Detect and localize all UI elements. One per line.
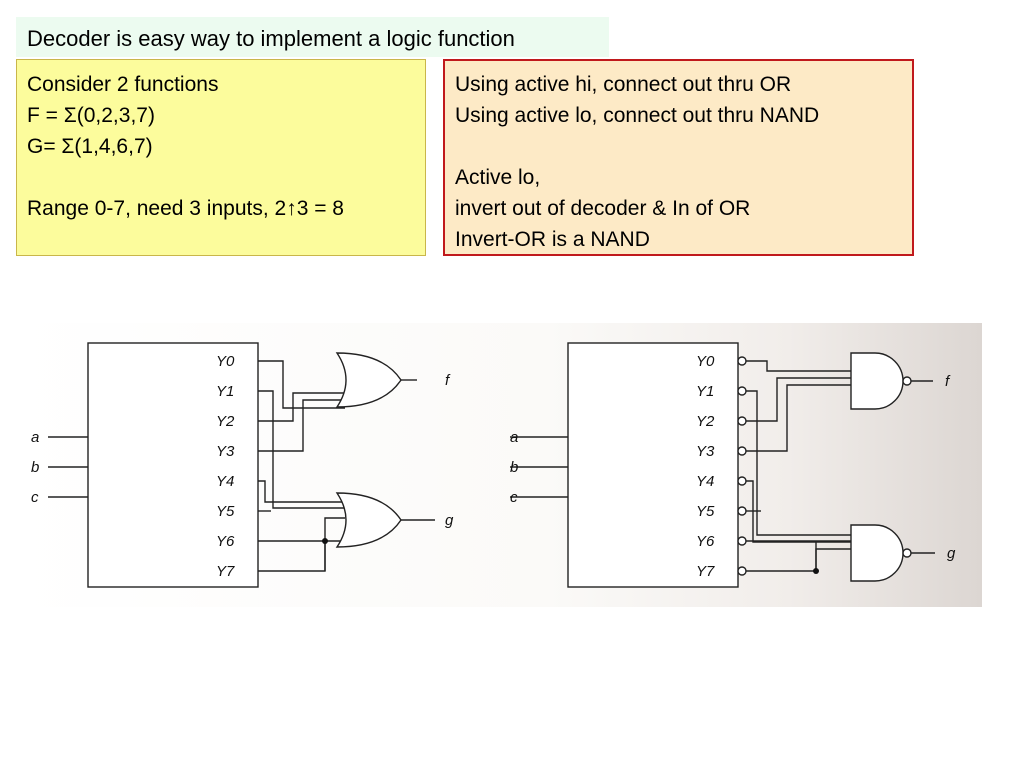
junction-dot (813, 568, 819, 574)
note-line-6: Invert-OR is a NAND (455, 228, 650, 251)
note-line-1: Using active hi, connect out thru OR (455, 73, 792, 96)
function-output-label: g (947, 545, 956, 562)
note-line-5: invert out of decoder & In of OR (455, 197, 751, 220)
output-bubble (737, 386, 747, 396)
input-label: b (31, 459, 39, 476)
title-box: Decoder is easy way to implement a logic… (16, 17, 609, 57)
circuit-diagram: Y0 Y1 Y2 Y3 Y4 Y5 Y6 Y7 a b c f g Y0 Y1 … (31, 342, 956, 588)
output-bubble (737, 476, 747, 486)
nand-gate-g (850, 524, 904, 582)
output-bubble (737, 566, 747, 576)
output-label: Y2 (216, 413, 235, 430)
input-label: b (510, 459, 518, 476)
output-label: Y4 (696, 473, 714, 490)
input-label: a (510, 429, 518, 446)
decoder-circuit-figure: Y0 Y1 Y2 Y3 Y4 Y5 Y6 Y7 a b c f g Y0 Y1 … (15, 323, 982, 607)
output-label: Y0 (696, 353, 715, 370)
output-label: Y5 (696, 503, 715, 520)
output-label: Y2 (696, 413, 715, 430)
note-line-2: F = Σ(0,2,3,7) (27, 104, 155, 127)
output-label: Y3 (696, 443, 715, 460)
nand-gate-f (850, 352, 904, 410)
nand-output-bubble (902, 376, 912, 386)
output-label: Y0 (216, 353, 235, 370)
output-bubble (737, 506, 747, 516)
function-output-label: f (445, 372, 451, 389)
active-level-note: Using active hi, connect out thru OR Usi… (443, 59, 914, 256)
note-line-3: G= Σ(1,4,6,7) (27, 135, 153, 158)
output-label: Y5 (216, 503, 235, 520)
output-label: Y6 (216, 533, 235, 550)
output-bubble (737, 536, 747, 546)
output-label: Y1 (696, 383, 714, 400)
note-line-4: Active lo, (455, 166, 541, 189)
output-bubble (737, 356, 747, 366)
input-label: a (31, 429, 39, 446)
note-line-5: Range 0-7, need 3 inputs, 2↑3 = 8 (27, 197, 344, 220)
function-output-label: f (945, 373, 951, 390)
function-output-label: g (445, 512, 454, 529)
note-line-3 (455, 131, 902, 162)
or-gate-f (335, 352, 402, 408)
decoder-block-right (567, 342, 739, 588)
output-label: Y3 (216, 443, 235, 460)
note-line-2: Using active lo, connect out thru NAND (455, 104, 820, 127)
junction-dot (322, 538, 328, 544)
input-label: c (31, 489, 39, 506)
input-label: c (510, 489, 518, 506)
or-gate-g (335, 492, 402, 548)
output-label: Y1 (216, 383, 234, 400)
output-bubble (737, 416, 747, 426)
functions-note: Consider 2 functions F = Σ(0,2,3,7) G= Σ… (16, 59, 426, 256)
decoder-block-left (87, 342, 259, 588)
note-line-1: Consider 2 functions (27, 73, 219, 96)
output-label: Y4 (216, 473, 234, 490)
slide-title: Decoder is easy way to implement a logic… (27, 26, 515, 51)
output-label: Y7 (216, 563, 235, 580)
nand-output-bubble (902, 548, 912, 558)
output-label: Y7 (696, 563, 715, 580)
note-line-4 (27, 162, 415, 193)
output-bubble (737, 446, 747, 456)
output-label: Y6 (696, 533, 715, 550)
